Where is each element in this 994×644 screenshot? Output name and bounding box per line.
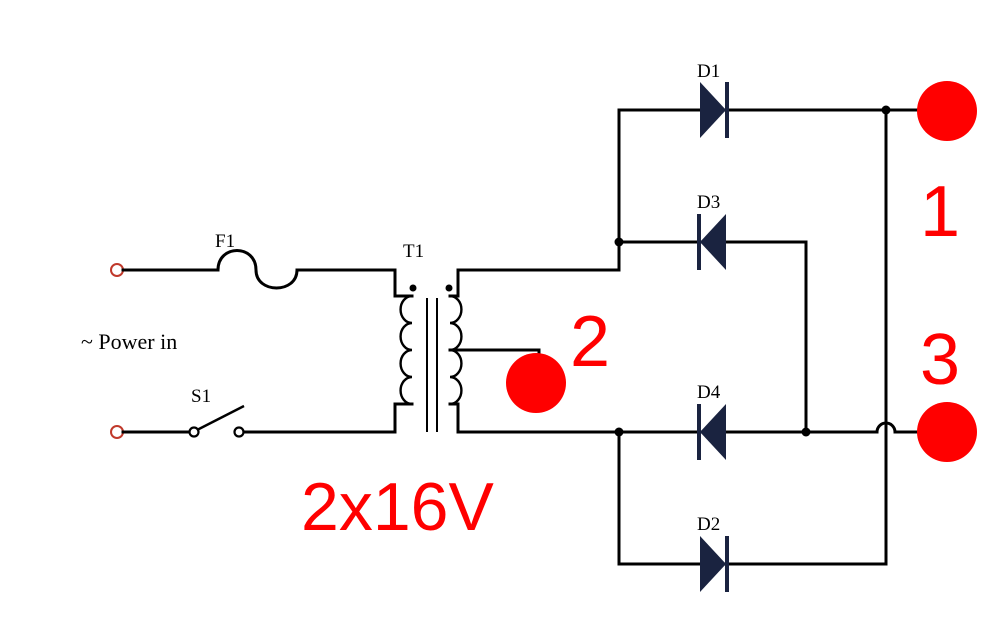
output-label-2: 2 [570,302,610,382]
diode-d3 [697,214,726,270]
diode-d1 [700,82,729,138]
output-marker-2 [506,353,566,413]
transformer-symbol [393,284,463,432]
power-in-terminal-top [110,263,124,277]
rating-label: 2x16V [301,469,494,545]
power-in-terminal-bottom [110,425,124,439]
output-label-3: 3 [920,320,960,400]
label-d2: D2 [697,514,720,535]
diode-d2 [700,536,729,592]
secondary-dot [445,284,453,292]
secondary-wires [448,108,922,566]
label-d4: D4 [697,382,721,403]
label-t1: T1 [403,241,424,262]
output-label-1: 1 [920,172,960,252]
label-f1: F1 [215,231,235,252]
switch-symbol [188,404,245,438]
label-d3: D3 [697,192,720,213]
diode-d4 [697,404,726,460]
label-s1: S1 [191,386,211,407]
input-wires [121,268,397,434]
fuse-symbol [216,249,299,290]
output-marker-1 [917,81,977,141]
junction-dots [614,105,891,437]
primary-dot [409,284,417,292]
label-power-in: ~ Power in [81,329,177,354]
output-marker-3 [917,402,977,462]
label-d1: D1 [697,61,720,82]
primary-winding [399,294,413,406]
